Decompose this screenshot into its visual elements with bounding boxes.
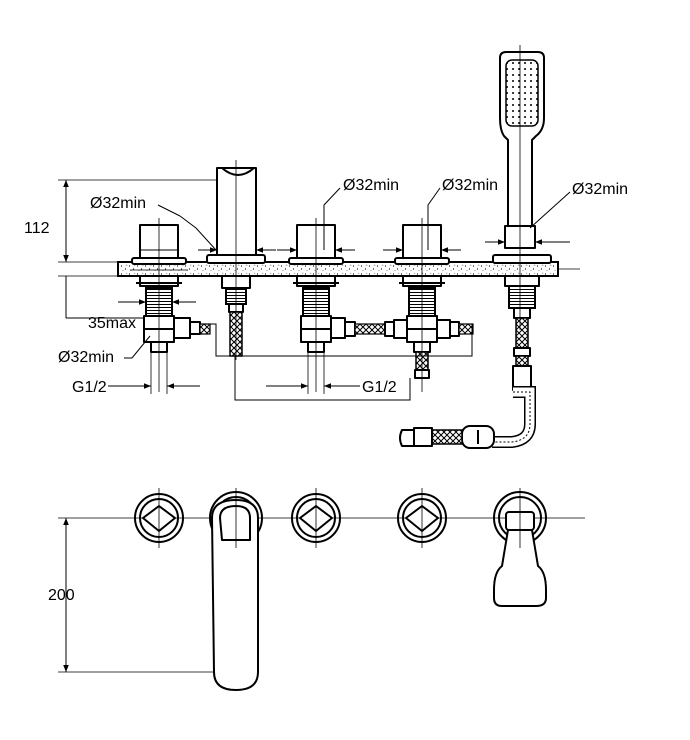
right-valve <box>393 218 451 392</box>
deck-thickness-label: 35max <box>88 315 136 332</box>
hand-shower <box>399 45 552 449</box>
thread-middle-label: G1/2 <box>362 379 397 396</box>
plan-spout <box>209 488 263 691</box>
spout <box>206 160 266 360</box>
thread-left-label: G1/2 <box>72 379 107 396</box>
dimension-height: 112 <box>24 179 230 319</box>
hole-valve-middle-label: Ø32min <box>343 177 399 194</box>
plan-view: 200 <box>48 488 585 691</box>
elevation-view: 112 <box>24 45 628 449</box>
plan-hand-shower <box>493 488 547 607</box>
plan-left-valve <box>134 488 184 548</box>
plan-middle-valve <box>291 488 341 548</box>
connecting-hoses <box>199 321 474 401</box>
dimension-deck-thickness: 35max <box>88 299 196 332</box>
left-valve <box>131 218 201 392</box>
dimension-thread-left: G1/2 <box>72 352 200 396</box>
hole-dimensions: Ø32min Ø32min Ø32min Ø32min <box>90 177 628 253</box>
hole-valve-right-label: Ø32min <box>442 177 498 194</box>
dimension-thread-middle: G1/2 <box>266 352 397 396</box>
dimension-height-label: 112 <box>24 220 50 237</box>
hole-shower-label: Ø32min <box>572 181 628 198</box>
dimension-plan-depth: 200 <box>48 518 75 672</box>
plan-right-valve <box>397 488 447 548</box>
plan-depth-label: 200 <box>48 587 75 604</box>
hole-spout-label: Ø32min <box>90 195 146 212</box>
middle-valve <box>288 218 346 392</box>
dimension-left-hole: Ø32min <box>58 335 151 366</box>
hole-valve-left-label: Ø32min <box>58 349 114 366</box>
